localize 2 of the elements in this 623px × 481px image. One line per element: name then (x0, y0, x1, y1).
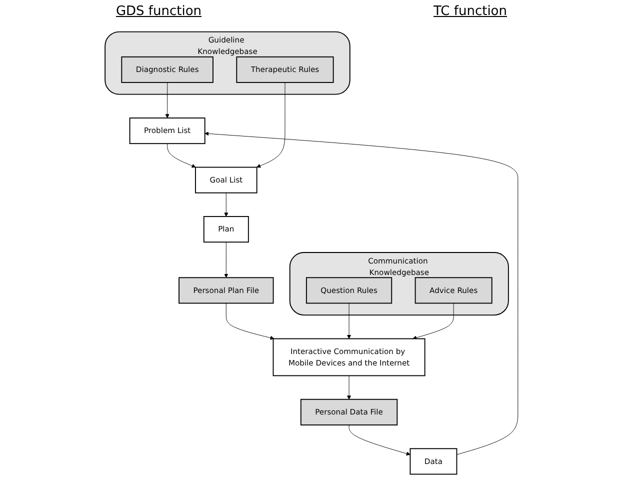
column-heading: TC function (434, 4, 507, 21)
column-heading: GDS function (116, 4, 202, 21)
